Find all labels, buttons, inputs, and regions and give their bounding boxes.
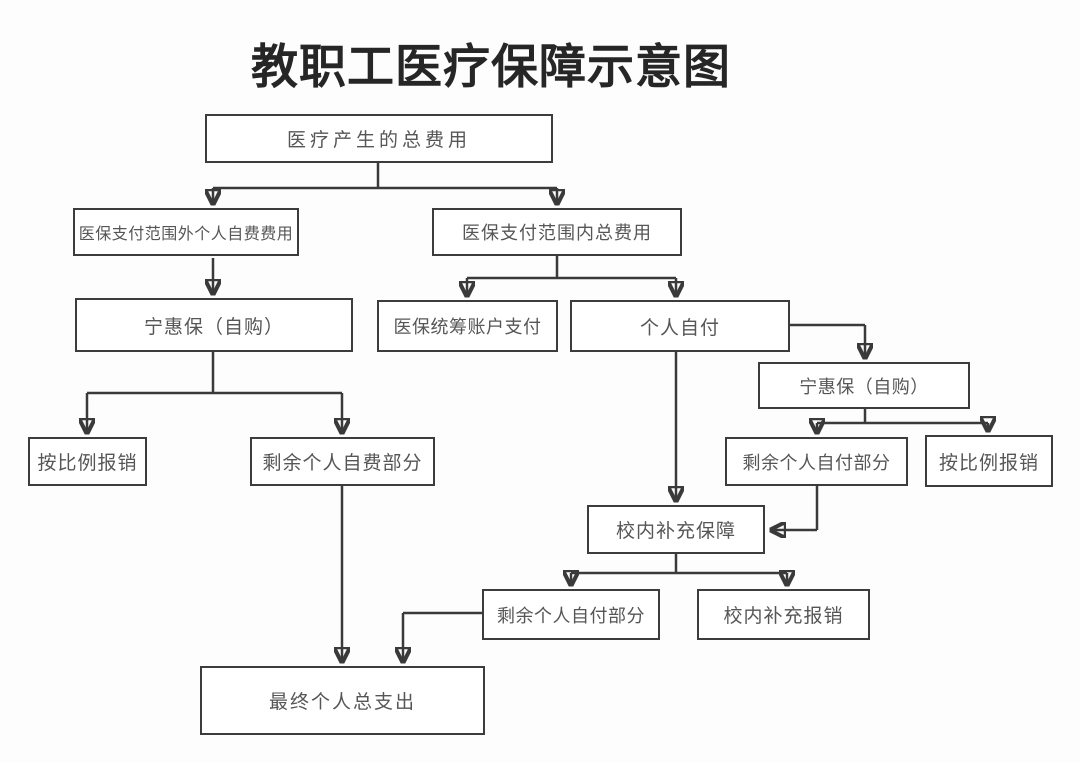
- node-final-personal-total: 最终个人总支出: [200, 666, 485, 735]
- node-proportional-reimbursement-left: 按比例报销: [28, 437, 147, 486]
- page-title: 教职工医疗保障示意图: [251, 40, 731, 93]
- edge-remaining-self-pay-to-campus-supplement: [772, 486, 819, 530]
- edge-personal-pay-to-ninghuibao-right: [790, 323, 865, 357]
- node-remaining-self-pay-bottom: 剩余个人自付部分: [482, 589, 660, 640]
- edge-campus-supplement-split: [571, 554, 787, 584]
- node-proportional-reimbursement-right: 按比例报销: [925, 435, 1053, 487]
- node-ninghuibao-left: 宁惠保（自购）: [75, 298, 353, 352]
- edge-remaining-self-pay-to-final-total: [403, 611, 482, 661]
- node-outside-scope-self-fee: 医保支付范围外个人自费费用: [73, 208, 299, 256]
- node-inside-scope-total: 医保支付范围内总费用: [432, 208, 682, 256]
- node-total-cost: 医疗产生的总费用: [205, 114, 553, 163]
- node-personal-pay: 个人自付: [570, 300, 790, 352]
- edge-inside-scope-split: [467, 256, 676, 295]
- node-campus-supplementary-coverage: 校内补充保障: [587, 505, 765, 554]
- node-pooled-account-payment: 医保统筹账户支付: [377, 300, 558, 352]
- node-remaining-self-pay-right: 剩余个人自付部分: [725, 437, 908, 486]
- edge-ninghuibao-left-split: [87, 352, 342, 432]
- node-remaining-self-fee: 剩余个人自费部分: [250, 437, 435, 486]
- edge-total-cost-split: [213, 163, 557, 203]
- node-campus-supplementary-reimbursement: 校内补充报销: [697, 589, 870, 640]
- node-ninghuibao-right: 宁惠保（自购）: [758, 362, 970, 409]
- edge-ninghuibao-right-split: [817, 409, 988, 432]
